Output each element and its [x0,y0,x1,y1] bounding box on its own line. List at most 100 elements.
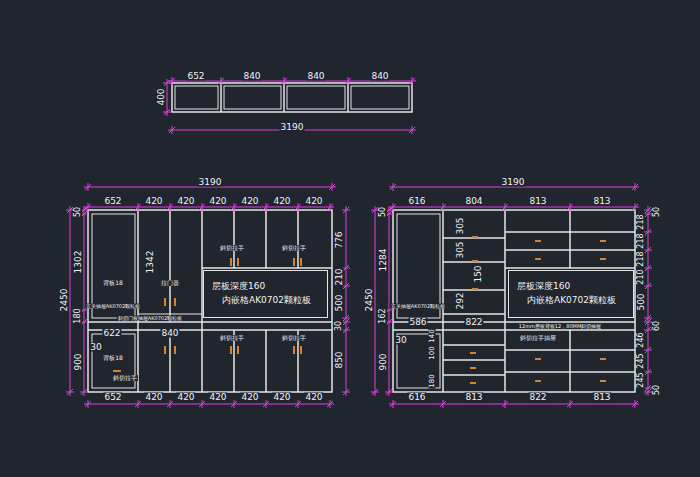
dimension-line [170,400,171,408]
dimension-line [163,112,171,113]
dimension-line [327,401,333,407]
part-note: 背板18 [102,355,124,361]
dimension-value: 500 [335,293,344,312]
dimension-value: 420 [144,197,163,206]
dimension-line [330,203,331,211]
dimension-line [342,318,350,319]
dimension-line [70,206,71,396]
dimension-value: 850 [335,350,344,369]
dimension-line [343,389,349,395]
dimension-value: 210 [335,267,344,286]
dimension-line [234,203,235,211]
dimension-line [199,204,205,210]
dimension-value: 305 [456,216,465,235]
dimension-value: 622 [102,329,121,338]
dimension-line [342,322,350,323]
dimension-value: 3190 [501,178,526,187]
dimension-line [88,183,89,191]
dimension-line [343,207,349,213]
dimension-line [644,286,652,287]
dimension-value: 3190 [280,123,305,132]
dimension-value: 420 [240,393,259,402]
dimension-line [443,400,444,408]
dimension-line [66,210,74,211]
dimension-value: 420 [208,197,227,206]
dimension-line [172,77,173,85]
dimension-value: 162 [379,307,387,324]
part-note: 斜切拉手 [219,335,245,341]
part-note: 12mm层板背板12，80MM斜切抽屉 [518,324,602,329]
dimension-line [390,204,396,210]
dimension-value: 60 [653,320,661,332]
dimension-line [443,203,444,211]
dimension-line [163,83,171,84]
dimension-line [570,400,571,408]
dimension-line [167,204,173,210]
dimension-line [440,401,446,407]
dimension-line [502,204,508,210]
dimension-value: 245 [637,371,645,388]
dimension-line [644,268,652,269]
shelf-material: 内嵌格AK0702颗粒板 [527,296,616,306]
dimension-value: 840 [306,72,325,81]
dimension-line [138,203,139,211]
dimension-line [632,204,638,210]
dimension-line [412,126,413,134]
dimension-value: 150 [474,264,483,283]
dimension-line [343,265,349,271]
part-note: 斜切拉手 [281,335,307,341]
dimension-line [644,214,652,215]
dimension-line [135,204,141,210]
dimension-value: 840 [160,329,179,338]
dimension-line [329,184,335,190]
dimension-line [168,81,416,82]
dimension-line [85,204,91,210]
dimension-value: 140 [429,328,436,343]
dimension-line [342,330,350,331]
dimension-line [440,204,446,210]
part-note: 斜切门板抽屉AK0702颗粒板 [117,316,183,321]
dimension-line [202,203,203,211]
dimension-line [231,204,237,210]
dimension-line [645,247,651,253]
dimension-line [389,207,639,208]
dimension-value: 245 [637,352,645,369]
dimension-line [221,77,222,85]
dimension-value: 900 [379,352,388,371]
dimension-value: 840 [242,72,261,81]
dimension-line [263,401,269,407]
dimension-line [138,400,139,408]
dimension-value: 652 [186,72,205,81]
dimension-line [644,318,652,319]
dimension-line [84,404,334,405]
dimension-line [346,206,347,396]
shelf-depth: 层板深度160 [517,282,570,292]
dimension-line [372,207,378,213]
dimension-line [645,319,651,325]
dimension-line [632,184,638,190]
dimension-value: 50 [74,206,82,218]
dimension-line [263,204,269,210]
dimension-line [644,350,652,351]
dimension-line [390,401,396,407]
part-note: 玄关抽屉AK0702颗粒板 [85,304,141,309]
dimension-value: 813 [592,197,611,206]
dimension-value: 210 [637,268,645,285]
shelf-depth: 层板深度160 [212,282,265,292]
shelf-box: 层板深度160内嵌格AK0702颗粒板 [203,270,328,318]
dimension-value: 30 [394,336,407,345]
dimension-line [345,78,351,84]
dimension-value: 50 [653,384,661,396]
dimension-line [390,184,396,190]
dimension-line [644,210,652,211]
dimension-line [645,265,651,271]
dimension-value: 2450 [60,288,69,313]
dimension-line [135,401,141,407]
dimension-line [389,187,639,188]
dimension-value: 420 [272,393,291,402]
dimension-value: 420 [176,393,195,402]
dimension-value: 1284 [379,248,388,273]
dimension-line [645,369,651,375]
